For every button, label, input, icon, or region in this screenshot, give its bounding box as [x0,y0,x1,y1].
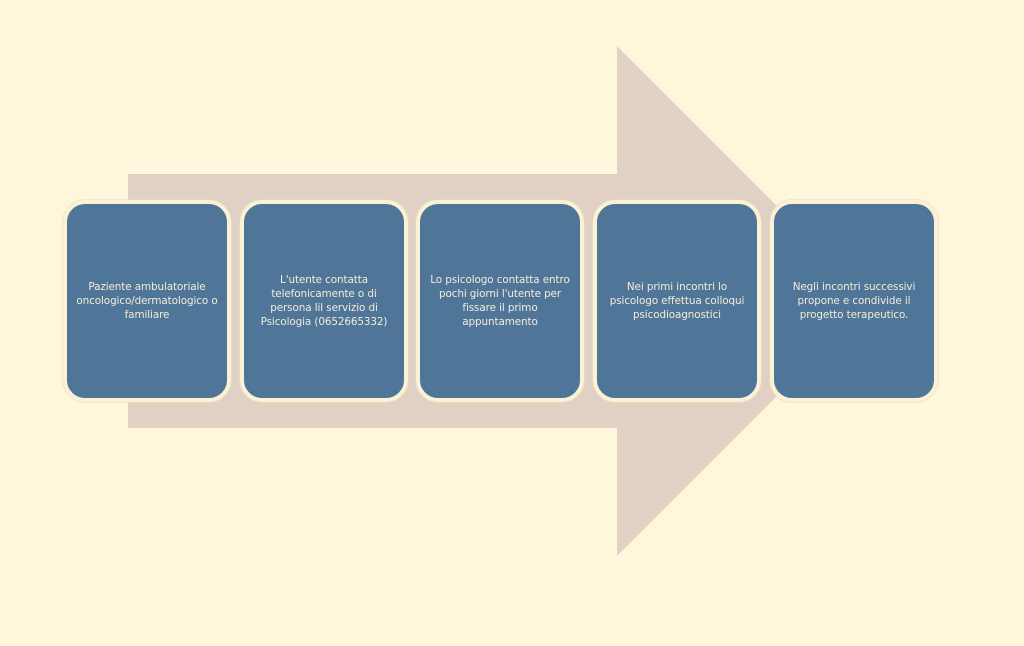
step-5-text: Negli incontri successivi propone e cond… [792,281,916,321]
step-2-text: L'utente contatta telefonicamente o di p… [260,274,388,328]
step-box-5: Negli incontri successivi propone e cond… [770,200,938,402]
step-box-1: Paziente ambulatoriale oncologico/dermat… [63,200,231,402]
step-1-text: Paziente ambulatoriale oncologico/dermat… [76,281,218,321]
step-box-2: L'utente contatta telefonicamente o di p… [240,200,408,402]
step-box-4: Nei primi incontri lo psicologo effettua… [593,200,761,402]
step-box-3: Lo psicologo contatta entro pochi giorni… [416,200,584,402]
step-4-text: Nei primi incontri lo psicologo effettua… [609,281,745,321]
step-3-text: Lo psicologo contatta entro pochi giorni… [430,274,570,328]
